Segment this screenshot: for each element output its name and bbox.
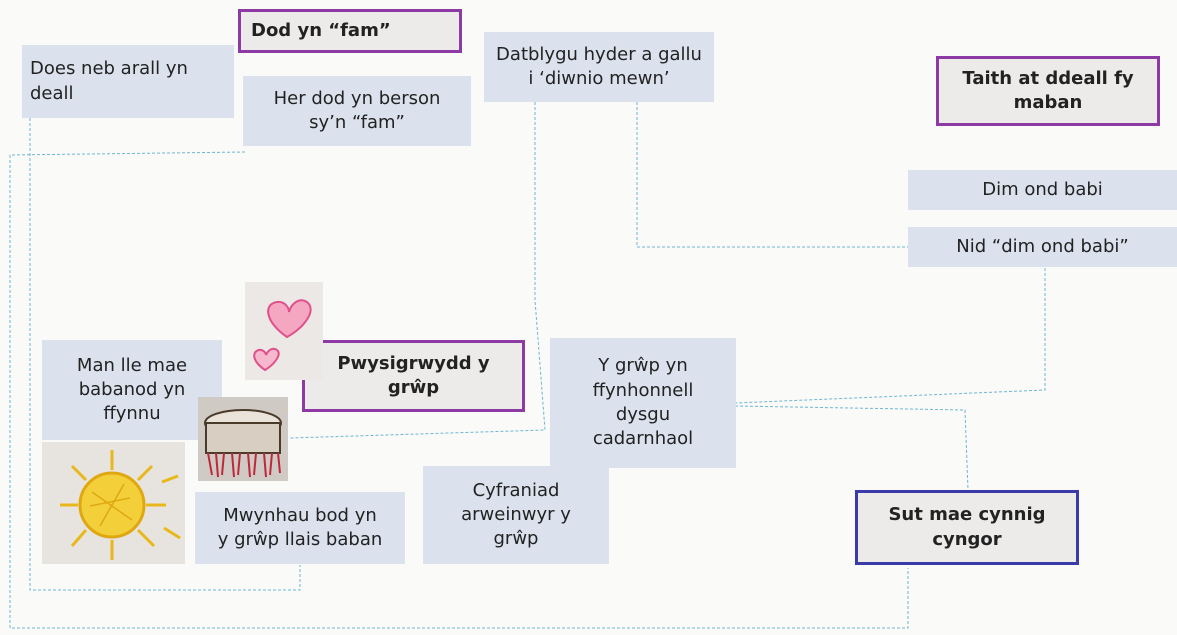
- theme-taith: Taith at ddeall fy maban: [936, 56, 1160, 126]
- sun-drawing: [42, 442, 185, 564]
- note-y-grwp-label: Y grŵp yn ffynhonnell dysgu cadarnhaol: [592, 355, 694, 450]
- theme-dod-yn-fam-label: Dod yn “fam”: [251, 19, 391, 41]
- note-datblygu-label: Datblygu hyder a gallu i ‘diwnio mewn’: [496, 43, 702, 89]
- note-nid-dim: Nid “dim ond babi”: [908, 227, 1177, 267]
- connector-y-grwp-sut-mae: [734, 405, 969, 491]
- note-dim-ond: Dim ond babi: [908, 170, 1177, 210]
- note-mwynhau: Mwynhau bod yn y grŵp llais baban: [195, 492, 405, 564]
- cake-drawing: [198, 397, 288, 481]
- note-dim-ond-label: Dim ond babi: [982, 178, 1103, 200]
- hearts-drawing: [245, 282, 323, 380]
- note-cyfraniad: Cyfraniad arweinwyr y grŵp: [423, 466, 609, 564]
- note-y-grwp: Y grŵp yn ffynhonnell dysgu cadarnhaol: [550, 338, 736, 468]
- connector-datblygu-pwysigrwydd: [289, 102, 546, 439]
- note-nid-dim-label: Nid “dim ond babi”: [956, 235, 1129, 257]
- connector-nid-dim-y-grwp: [734, 268, 1046, 404]
- connector-her-sut-mae: [9, 151, 909, 629]
- connector-datblygu-nid-dim: [636, 102, 908, 248]
- sun-icon: [60, 450, 181, 560]
- note-man-lle-label: Man lle mae babanod yn ffynnu: [76, 354, 188, 425]
- theme-pwysigrwydd: Pwysigrwydd y grŵp: [302, 340, 525, 412]
- hearts-icon: [253, 299, 312, 372]
- note-mwynhau-label: Mwynhau bod yn y grŵp llais baban: [217, 504, 383, 550]
- note-cyfraniad-label: Cyfraniad arweinwyr y grŵp: [461, 479, 571, 550]
- theme-pwysigrwydd-label: Pwysigrwydd y grŵp: [337, 352, 490, 398]
- note-her-dod-label: Her dod yn berson sy’n “fam”: [273, 87, 441, 133]
- theme-dod-yn-fam: Dod yn “fam”: [238, 9, 462, 53]
- note-her-dod: Her dod yn berson sy’n “fam”: [243, 76, 471, 146]
- note-man-lle: Man lle mae babanod yn ffynnu: [42, 340, 222, 440]
- theme-sut-mae: Sut mae cynnig cyngor: [855, 490, 1079, 565]
- note-does-neb-label: Does neb arall yn deall: [30, 58, 188, 104]
- theme-sut-mae-label: Sut mae cynnig cyngor: [888, 504, 1046, 550]
- cake-icon: [204, 409, 282, 478]
- theme-taith-label: Taith at ddeall fy maban: [962, 67, 1134, 113]
- note-datblygu: Datblygu hyder a gallu i ‘diwnio mewn’: [484, 32, 714, 102]
- connector-does-neb-mwynhau: [29, 118, 301, 591]
- note-does-neb: Does neb arall yn deall: [22, 45, 234, 118]
